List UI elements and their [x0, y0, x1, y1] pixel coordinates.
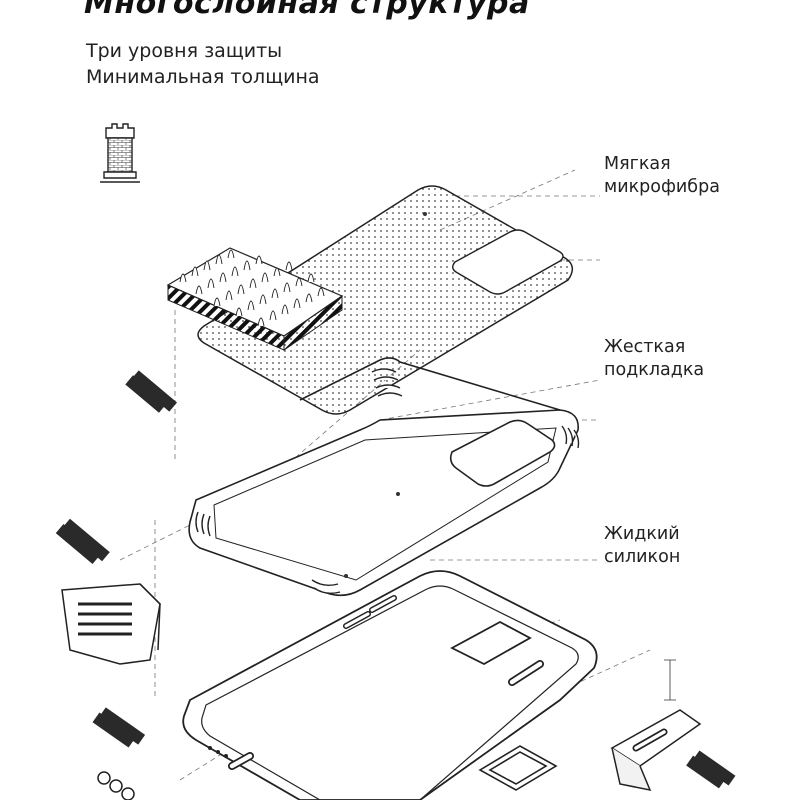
- dimension-markers: [343, 211, 676, 701]
- subtitle-line-2: Минимальная толщина: [86, 66, 320, 88]
- layer-label-line: микрофибра: [604, 177, 720, 197]
- speaker-detail: [97, 771, 135, 800]
- page-title: Многослойная структура: [84, 0, 530, 21]
- microfiber-layer: [166, 185, 574, 415]
- layer-label-microfiber: Мягкая микрофибра: [604, 153, 720, 199]
- tower-icon: [100, 123, 140, 183]
- layer-label-hard-lining: Жесткая подкладка: [604, 336, 704, 382]
- spec-tags: [55, 370, 736, 789]
- layer-label-line: Жидкий: [604, 524, 680, 544]
- hard-lining-layer: [188, 357, 580, 597]
- subtitle-line-1: Три уровня защиты: [86, 40, 283, 62]
- layer-label-line: подкладка: [604, 360, 705, 380]
- corner-detail: [61, 583, 161, 665]
- layer-label-line: силикон: [604, 547, 681, 567]
- layer-label-liquid-silicone: Жидкий силикон: [604, 523, 680, 569]
- layer-label-line: Жесткая: [604, 337, 686, 357]
- button-detail: [610, 709, 702, 792]
- silicone-bumper-layer: [182, 570, 598, 800]
- camera-bump-detail: [478, 745, 558, 791]
- layer-label-line: Мягкая: [604, 154, 671, 174]
